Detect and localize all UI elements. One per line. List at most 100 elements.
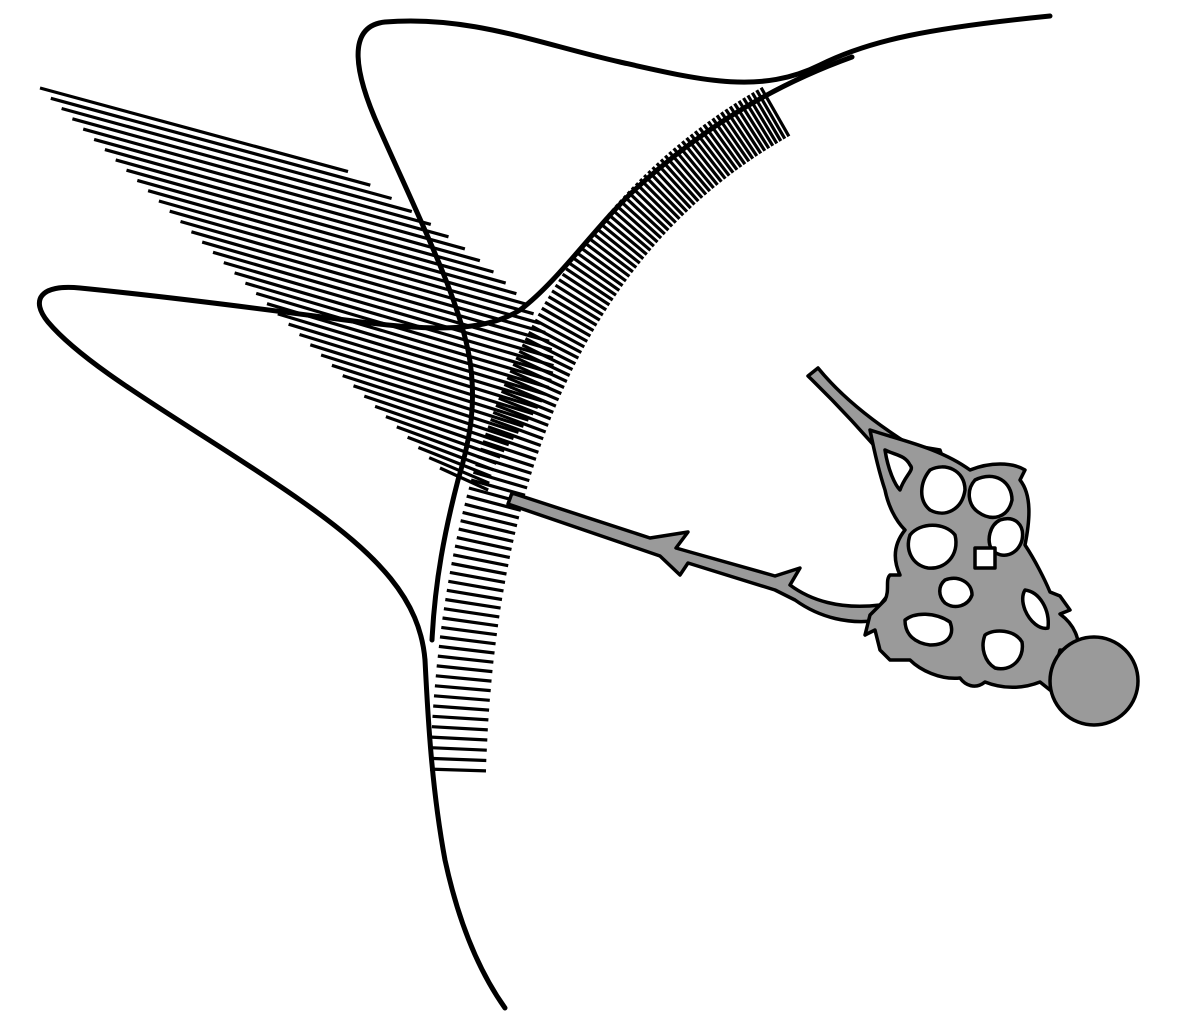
hatch-line (288, 322, 543, 403)
band-hatch-line (490, 417, 544, 441)
band-hatch-line (534, 318, 586, 349)
band-hatch-line (681, 140, 719, 186)
band-hatch-line (442, 616, 499, 628)
hatch-line (50, 96, 371, 187)
band-hatch-line (439, 635, 496, 646)
band-hatch-line (429, 767, 487, 773)
band-hatch-line (643, 173, 685, 217)
upper-curve (355, 13, 1053, 643)
hatch-line (71, 117, 413, 214)
ornate-pointer-hand (506, 366, 1081, 692)
band-hatch-line (547, 295, 598, 327)
band-hatch-line (477, 455, 532, 475)
band-hatch-line (659, 158, 700, 203)
hand-hole-6 (973, 546, 997, 570)
band-hatch-line (576, 251, 624, 287)
hand-shaft (506, 491, 907, 624)
band-hatch-line (449, 570, 506, 584)
band-hatch-line (527, 330, 580, 360)
hand-hole-1 (883, 448, 913, 492)
band-hatch-line (602, 217, 648, 256)
band-hatch-line (498, 396, 552, 421)
hatch-line (299, 332, 539, 410)
band-hatch-line (598, 222, 645, 260)
hatch-line (136, 178, 507, 285)
hatch-line (342, 374, 519, 434)
hatch-line (169, 209, 535, 316)
band-hatch-line (668, 150, 708, 196)
band-hatch-line (626, 190, 670, 232)
band-hatch-line (551, 289, 601, 322)
band-hatch-line (515, 356, 568, 383)
band-hatch-line (434, 684, 491, 693)
band-hatch-line (479, 447, 535, 468)
band-hatch-line (433, 704, 490, 712)
band-hatch-line (445, 597, 501, 610)
hatch-line (190, 230, 546, 335)
band-hatch-line (509, 369, 562, 396)
band-hatch-line (610, 208, 655, 248)
band-hatch-line (433, 694, 490, 702)
band-hatch-line (565, 267, 614, 302)
band-hatch-line (500, 389, 554, 414)
band-hatch-line (524, 337, 577, 366)
band-hatch-line (518, 349, 571, 377)
band-hatch-line (622, 194, 666, 236)
hatch-line (309, 343, 534, 416)
band-hatch-line (436, 664, 493, 674)
band-hatch-line (554, 283, 604, 317)
band-hatch-line (443, 607, 500, 619)
band-hatch-line (451, 561, 507, 576)
band-hatch-line (651, 166, 692, 210)
band-hatch-line (435, 674, 492, 683)
hatch-line (234, 271, 554, 368)
band-hatch-line (441, 625, 498, 637)
hand-hole-4 (906, 523, 958, 570)
hatch-line (201, 240, 550, 343)
band-hatch-line (446, 588, 503, 602)
band-hatch-line (452, 553, 509, 568)
band-hatch-line (595, 226, 641, 265)
band-hatch-line (460, 519, 516, 536)
hatch-line (352, 384, 515, 441)
band-hatch-line (647, 169, 689, 213)
hatch-line (320, 353, 529, 422)
band-hatch-line (492, 410, 547, 434)
band-hatch-line (482, 440, 537, 461)
band-hatch-line (579, 246, 627, 283)
band-hatch-line (561, 272, 611, 307)
hatch-line (277, 312, 547, 396)
hatch-line (126, 168, 494, 274)
band-hatch-line (521, 343, 574, 372)
band-hatch-line (672, 147, 712, 193)
hatch-line (363, 394, 510, 447)
hatch-line (212, 250, 553, 352)
band-hatch-line (634, 182, 677, 224)
hatch-line (158, 199, 527, 306)
band-hatch-line (537, 312, 589, 343)
hatch-line (439, 466, 489, 492)
band-hatch-line (583, 241, 631, 278)
band-hatch-line (663, 154, 704, 199)
band-hatch-line (614, 203, 659, 244)
band-hatch-line (458, 527, 514, 543)
hatch-line (255, 291, 552, 383)
band-hatch-line (430, 746, 487, 752)
hatch-line (104, 148, 466, 251)
band-hatch-line (606, 212, 652, 252)
band-hatch-line (432, 714, 489, 722)
band-hatch-line (568, 262, 617, 297)
band-hatch-line (531, 324, 583, 354)
band-hatch-line (472, 470, 528, 490)
band-hatch-line (487, 425, 542, 448)
band-hatch-line (454, 544, 511, 560)
hand-hole-2 (920, 465, 967, 515)
band-hatch-line (572, 256, 621, 292)
band-hatch-line (676, 143, 715, 190)
band-hatch-line (456, 536, 512, 551)
hand-hole-7 (938, 576, 974, 609)
hand-hole-9 (903, 612, 954, 647)
band-hatch-line (484, 432, 539, 454)
diagonal-hatch-band (39, 86, 554, 492)
